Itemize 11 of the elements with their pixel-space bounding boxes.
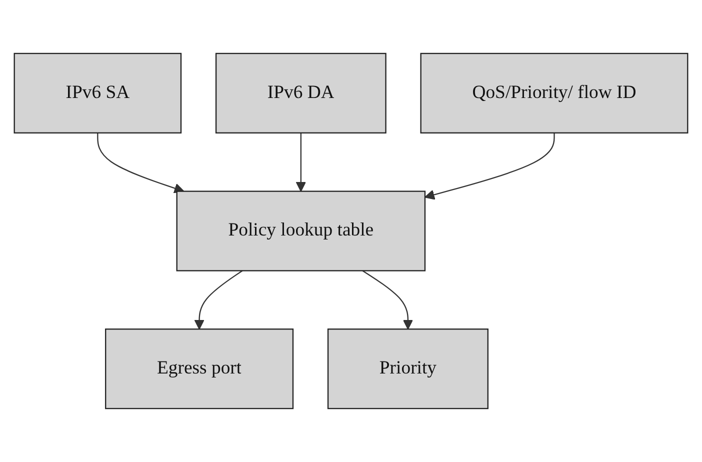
node-box: Egress port [105, 328, 294, 410]
node-box: QoS/Priority/ flow ID [420, 52, 688, 134]
arrow [424, 132, 555, 200]
arrow [194, 270, 243, 330]
node-box: IPv6 SA [14, 52, 182, 134]
arrow [362, 270, 414, 330]
arrow [296, 132, 306, 192]
node-box: Policy lookup table [176, 190, 426, 272]
node-box: IPv6 DA [215, 52, 386, 134]
node-box: Priority [327, 328, 488, 410]
arrow [97, 132, 184, 194]
